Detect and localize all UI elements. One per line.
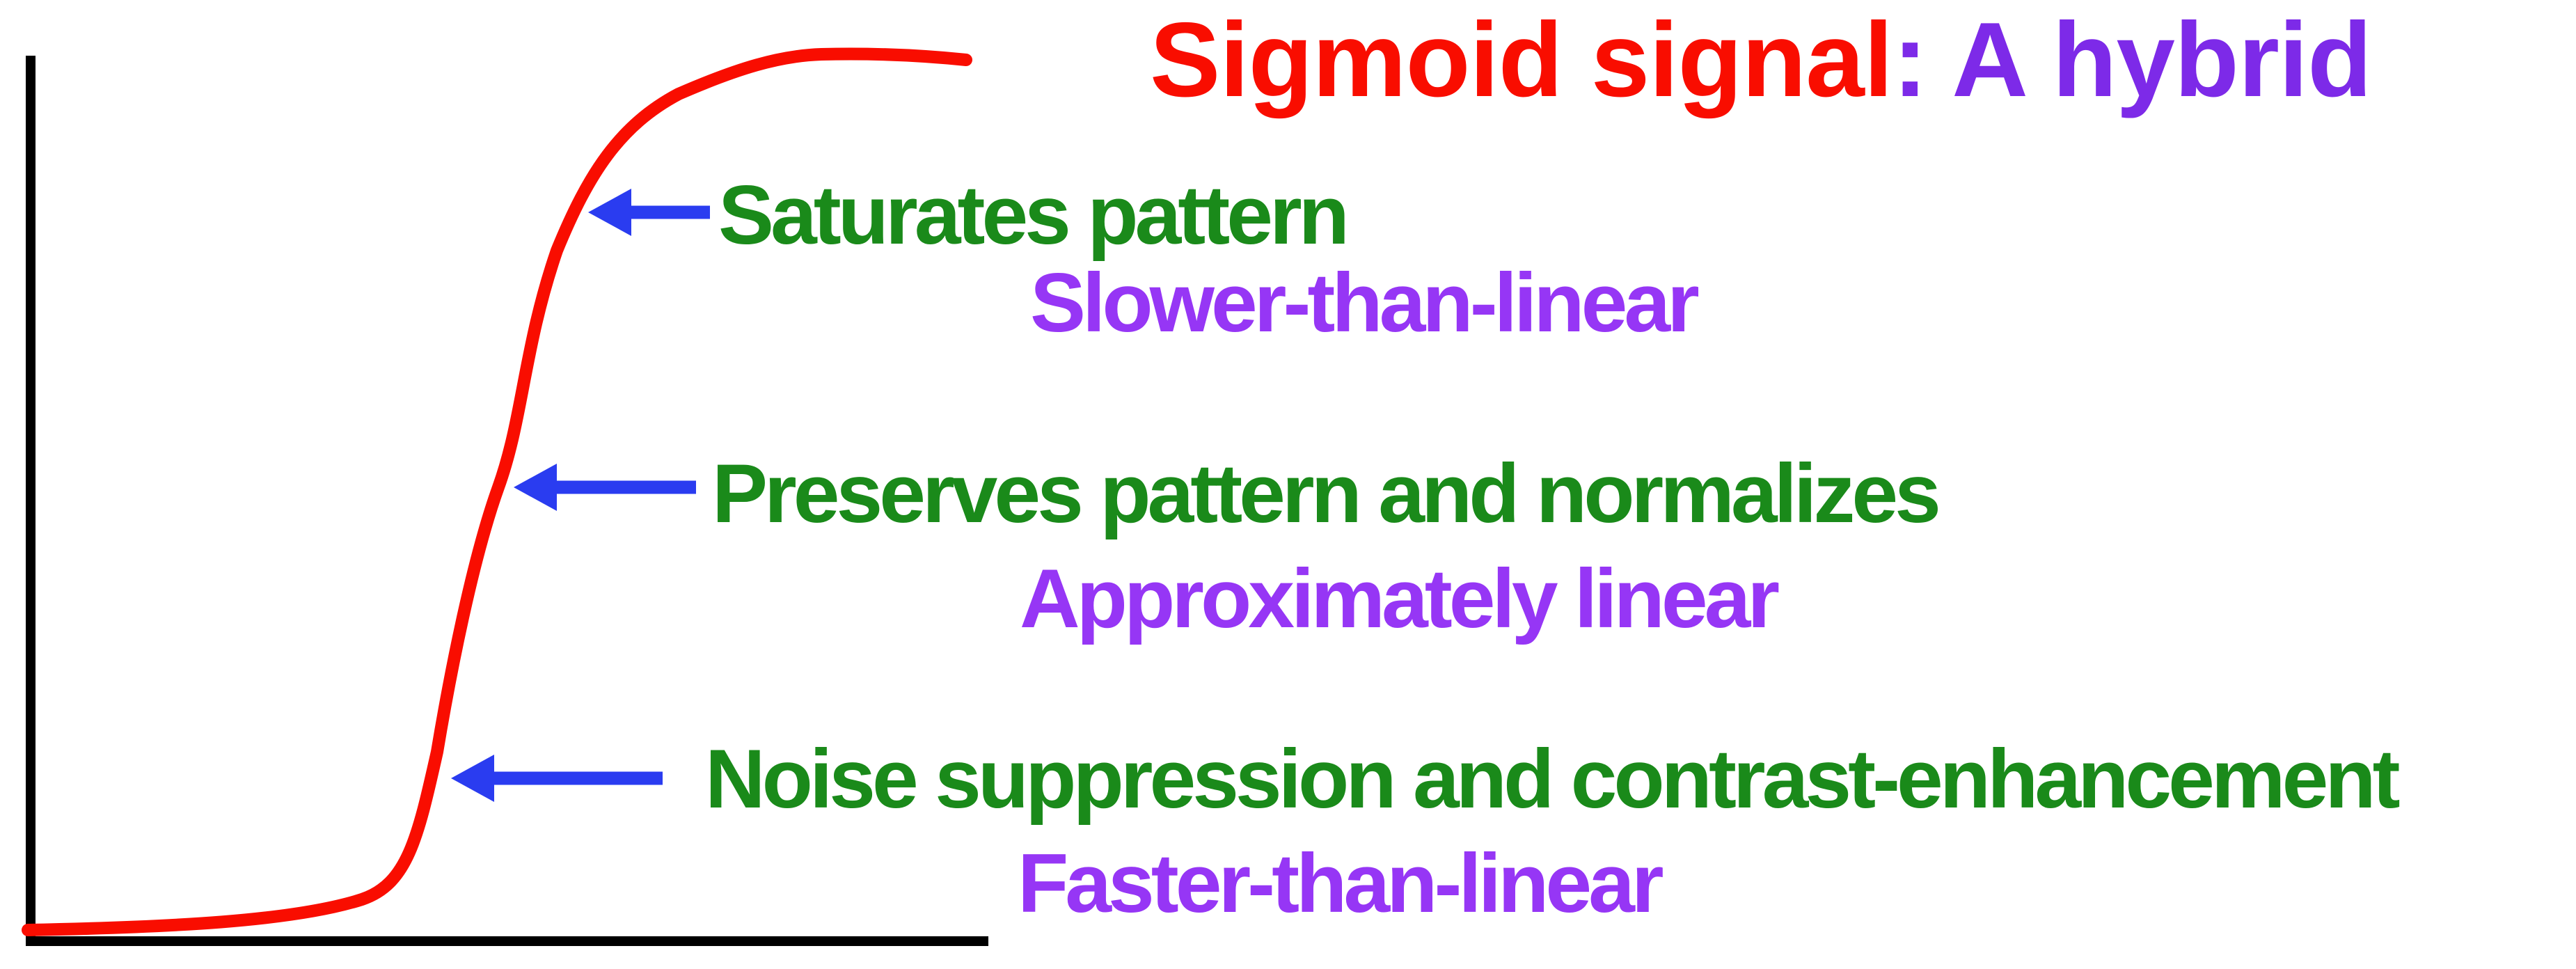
annotation-sublabel-approximately-linear: Approximately linear (1020, 552, 1780, 645)
arrow-preserves (514, 464, 696, 511)
xy-axes (26, 56, 988, 946)
annotation-sublabel-slower-than-linear: Slower-than-linear (1030, 256, 1700, 349)
arrow-saturates (588, 189, 710, 236)
arrow-left-icon (588, 189, 631, 236)
sigmoid-curve (22, 47, 972, 936)
title-accent: : A hybrid (1893, 1, 2372, 119)
annotation-sublabel-faster-than-linear: Faster-than-linear (1018, 837, 1664, 930)
arrow-left-icon (514, 464, 557, 511)
arrow-left-icon (451, 755, 494, 802)
annotation-label-preserves: Preserves pattern and normalizes (712, 447, 1941, 540)
annotation-label-saturates: Saturates pattern (718, 168, 1350, 262)
arrow-noise (451, 755, 663, 802)
title-main: Sigmoid signal (1150, 1, 1893, 119)
annotation-label-noise-suppression: Noise suppression and contrast-enhanceme… (705, 732, 2401, 826)
diagram-title: Sigmoid signal: A hybrid (1150, 7, 2372, 113)
